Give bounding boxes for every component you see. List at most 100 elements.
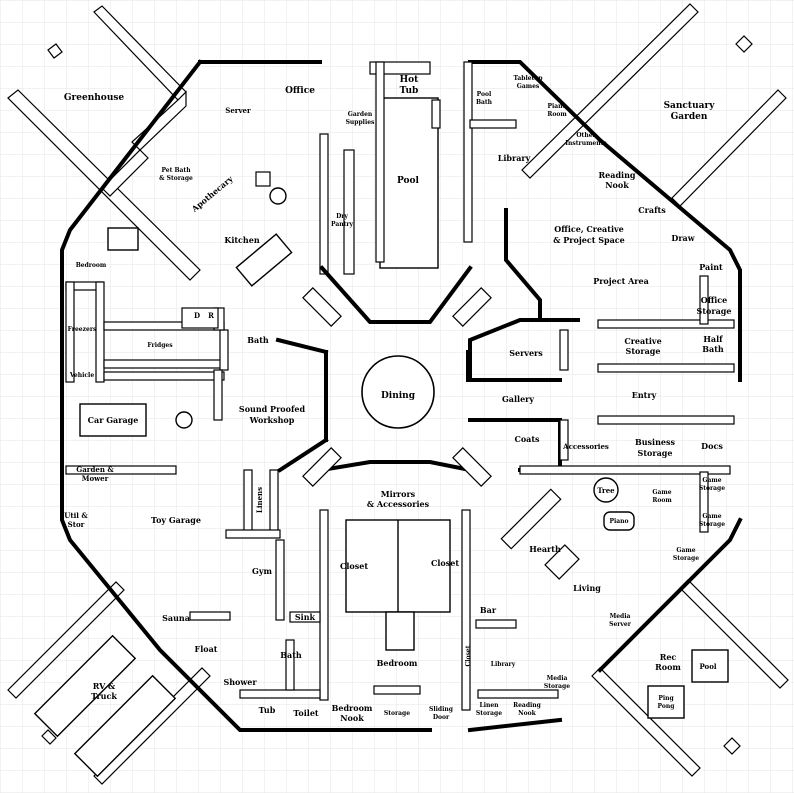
label-game-storage-2a: Game	[702, 513, 721, 520]
interior-walls	[65, 171, 735, 699]
label-tub: Tub	[259, 705, 276, 715]
label-media-storage-2: Storage	[544, 683, 570, 690]
furniture	[33, 187, 729, 778]
label-car-garage: Car Garage	[88, 415, 139, 425]
label-rv-truck-1: RV &	[93, 681, 116, 691]
label-business-storage-2: Storage	[638, 448, 673, 458]
label-bedroom-left: Bedroom	[76, 262, 107, 269]
label-project-area: Project Area	[593, 276, 649, 286]
label-greenhouse: Greenhouse	[64, 93, 125, 103]
left-bed	[107, 227, 139, 251]
label-tabletop-1: Tabletop	[513, 75, 542, 82]
piano-shape	[603, 511, 635, 531]
label-bar: Bar	[480, 605, 497, 615]
label-game-room-1: Game	[652, 489, 671, 496]
label-closet-vertical: Closet	[465, 645, 472, 666]
label-storage-bottom: Storage	[384, 710, 410, 717]
label-entry: Entry	[632, 390, 657, 400]
label-tree: Tree	[597, 486, 615, 495]
label-garden-supplies-2: Supplies	[346, 119, 375, 126]
label-office-storage-2: Storage	[697, 306, 732, 316]
label-pool: Pool	[397, 176, 420, 186]
label-media-server-2: Server	[609, 621, 632, 628]
label-pool-bath-1: Pool	[477, 91, 492, 98]
label-garden-supplies-1: Garden	[348, 111, 373, 118]
label-library-top: Library	[498, 153, 531, 163]
tree-circle	[593, 477, 619, 503]
label-game-storage-3b: Storage	[673, 555, 699, 562]
label-closet-left: Closet	[340, 561, 368, 571]
label-sink: Sink	[295, 612, 316, 622]
label-shower: Shower	[223, 677, 257, 687]
label-office-creative-2: & Project Space	[553, 235, 624, 245]
octagon-walls	[60, 59, 743, 733]
label-piano-room-1: Piano	[547, 103, 566, 110]
label-tabletop-2: Games	[517, 83, 540, 90]
label-sliding-door-1: Sliding	[429, 706, 454, 713]
label-pet-bath-1: Pet Bath	[161, 167, 191, 174]
label-freezers: Freezers	[68, 326, 97, 333]
label-sliding-door-2: Door	[433, 714, 450, 721]
label-bath-bottom: Bath	[280, 650, 302, 660]
label-bath-top: Bath	[247, 335, 269, 345]
label-pool-small: Pool	[699, 662, 716, 671]
rv-shape	[33, 634, 137, 738]
label-hot-tub-2: Tub	[400, 86, 419, 96]
label-game-storage-1a: Game	[702, 477, 721, 484]
label-reading-nook-bottom-2: Nook	[518, 710, 536, 717]
label-other-inst-1: Other	[576, 132, 596, 139]
label-server: Server	[225, 106, 251, 115]
label-mirrors-1: Mirrors	[381, 489, 416, 499]
workshop-table	[175, 411, 193, 429]
label-hot-tub-1: Hot	[400, 75, 420, 85]
label-hearth: Hearth	[529, 544, 561, 554]
label-rv-truck-2: Truck	[91, 691, 117, 701]
label-piano: Piano	[609, 518, 628, 525]
label-piano-room-2: Room	[547, 111, 567, 118]
label-dr-d: D	[194, 311, 200, 320]
label-game-storage-3a: Game	[676, 547, 695, 554]
label-gallery: Gallery	[502, 394, 534, 404]
label-sauna: Sauna	[162, 613, 190, 623]
label-sound-proofed-2: Workshop	[249, 415, 295, 425]
label-office-creative-1: Office, Creative	[554, 224, 623, 234]
label-bedroom-nook-2: Nook	[340, 713, 364, 723]
label-reading-nook-1: Reading	[599, 170, 636, 180]
pool-table	[691, 649, 729, 683]
label-other-inst-2: Instruments	[565, 140, 607, 147]
bed	[385, 611, 415, 651]
label-linen-storage-1: Linen	[479, 702, 499, 709]
label-util-stor-2: Stor	[68, 520, 85, 529]
label-linens: Linens	[255, 487, 264, 513]
label-pet-bath-2: & Storage	[159, 175, 193, 182]
label-crafts: Crafts	[638, 205, 666, 215]
label-garden-mower-1: Garden &	[76, 465, 114, 474]
label-dry-pantry-2: Pantry	[331, 221, 354, 228]
label-creative-storage-1: Creative	[624, 336, 661, 346]
label-kitchen: Kitchen	[224, 235, 259, 245]
label-media-server-1: Media	[610, 613, 631, 620]
label-game-room-2: Room	[652, 497, 672, 504]
label-util-stor-1: Util &	[64, 511, 88, 520]
label-game-storage-2b: Storage	[699, 521, 725, 528]
label-dr-r: R	[208, 311, 214, 320]
label-rec-room-2: Room	[655, 662, 681, 672]
ping-pong-table	[647, 685, 685, 719]
label-mirrors-2: & Accessories	[367, 499, 430, 509]
kitchen-table	[269, 187, 287, 205]
label-business-storage-1: Business	[635, 437, 676, 447]
label-pool-bath-2: Bath	[476, 99, 493, 106]
dining-table	[361, 355, 435, 429]
label-sanctuary-1: Sanctuary	[664, 101, 716, 111]
label-gym: Gym	[252, 566, 272, 576]
truck-shape	[73, 674, 177, 778]
label-library-bottom: Library	[491, 661, 516, 668]
label-sanctuary-2: Garden	[671, 112, 708, 122]
label-paint: Paint	[699, 262, 723, 272]
label-float: Float	[195, 644, 218, 654]
car-garage-box	[79, 403, 147, 437]
label-living: Living	[573, 583, 601, 593]
label-draw: Draw	[671, 233, 695, 243]
label-office-storage-1: Office	[701, 295, 728, 305]
label-bedroom-nook-1: Bedroom	[332, 703, 373, 713]
